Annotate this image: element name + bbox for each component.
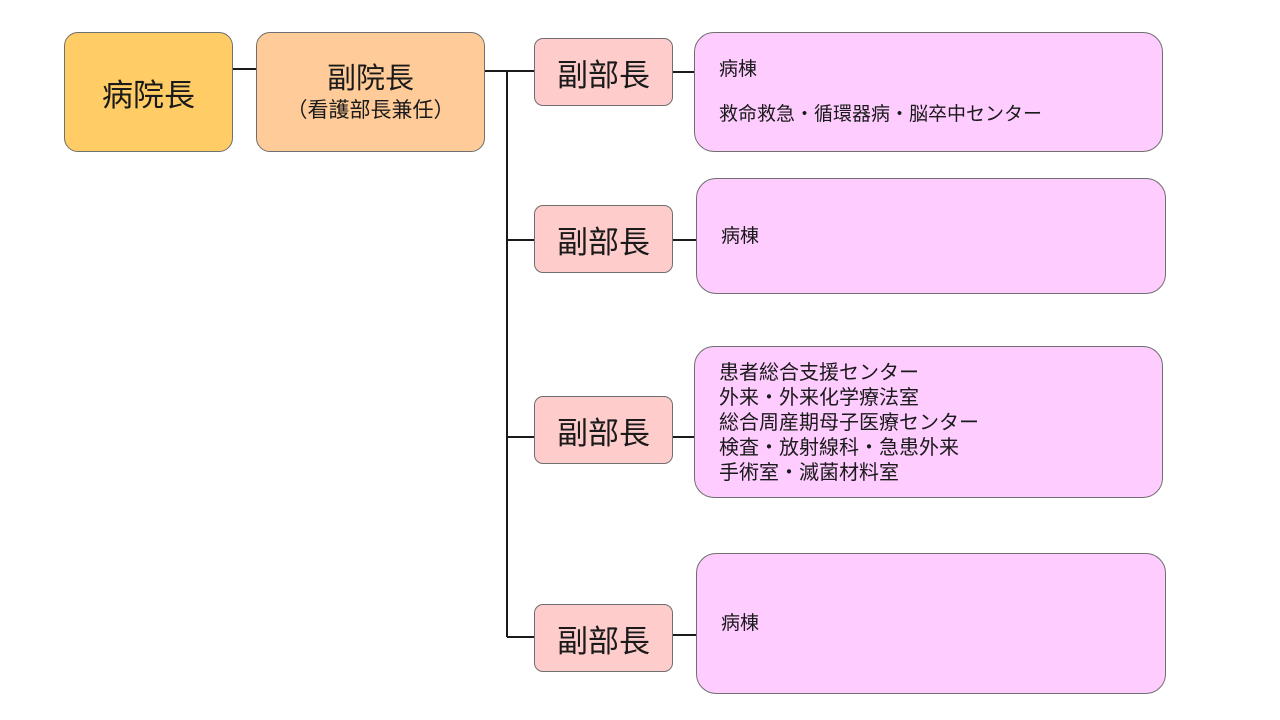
- vice-manager-label: 副部長: [557, 415, 650, 452]
- department-item: 病棟: [721, 224, 760, 247]
- department-item: 外来・外来化学療法室: [719, 384, 919, 409]
- vice-manager-box: 副部長: [534, 38, 673, 106]
- deputy-director-subtitle: （看護部長兼任）: [286, 98, 455, 122]
- vice-manager-box: 副部長: [534, 396, 673, 464]
- vice-manager-box: 副部長: [534, 205, 673, 273]
- department-box: 病棟: [696, 178, 1166, 294]
- department-item: 総合周産期母子医療センター: [719, 409, 979, 434]
- deputy-director-box: 副院長 （看護部長兼任）: [256, 32, 485, 152]
- director-box: 病院長: [64, 32, 233, 152]
- deputy-director-title: 副院長: [326, 61, 414, 95]
- department-item: 患者総合支援センター: [719, 359, 919, 384]
- department-item: 検査・放射線科・急患外来: [719, 434, 959, 459]
- director-label: 病院長: [102, 77, 195, 114]
- department-item: 病棟: [719, 58, 758, 80]
- vice-manager-box: 副部長: [534, 604, 673, 672]
- department-box: 病棟: [696, 553, 1166, 694]
- department-item: 救命救急・循環器病・脳卒中センター: [719, 103, 1043, 125]
- vice-manager-label: 副部長: [557, 623, 650, 660]
- vice-manager-label: 副部長: [557, 57, 650, 94]
- vice-manager-label: 副部長: [557, 224, 650, 261]
- department-box: 病棟 救命救急・循環器病・脳卒中センター: [694, 32, 1163, 152]
- department-item: 病棟: [721, 612, 760, 634]
- department-item: 手術室・滅菌材料室: [719, 459, 899, 484]
- department-box: 患者総合支援センター 外来・外来化学療法室 総合周産期母子医療センター 検査・放…: [694, 346, 1163, 498]
